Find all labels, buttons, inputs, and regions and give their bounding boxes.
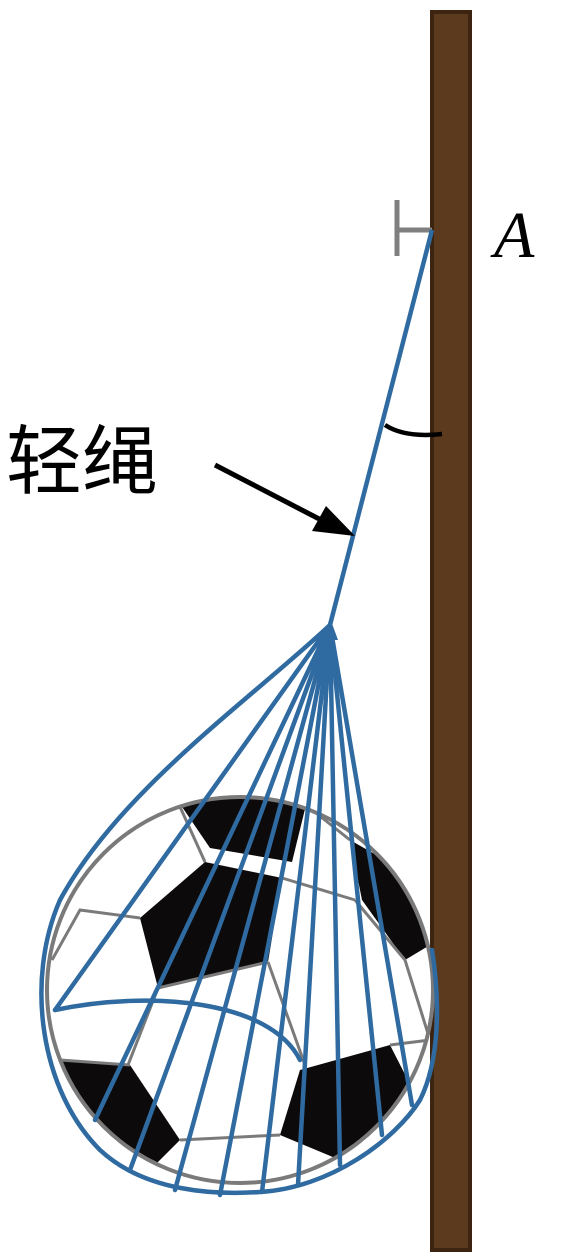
wall-pole [430,10,472,1252]
hook-bracket [394,200,432,256]
rope-label-arrow [213,462,355,536]
ball-patch [140,862,282,988]
rope [327,229,435,626]
point-label-a: A [490,199,535,272]
net-knot [322,618,338,640]
ball-patch [280,1045,418,1160]
angle-arc [383,423,443,438]
ball-patch [176,797,306,862]
net [39,622,440,1198]
rope-label: 轻绳 [6,417,158,506]
soccer-ball [45,795,435,1185]
ball-outline [45,795,435,1185]
